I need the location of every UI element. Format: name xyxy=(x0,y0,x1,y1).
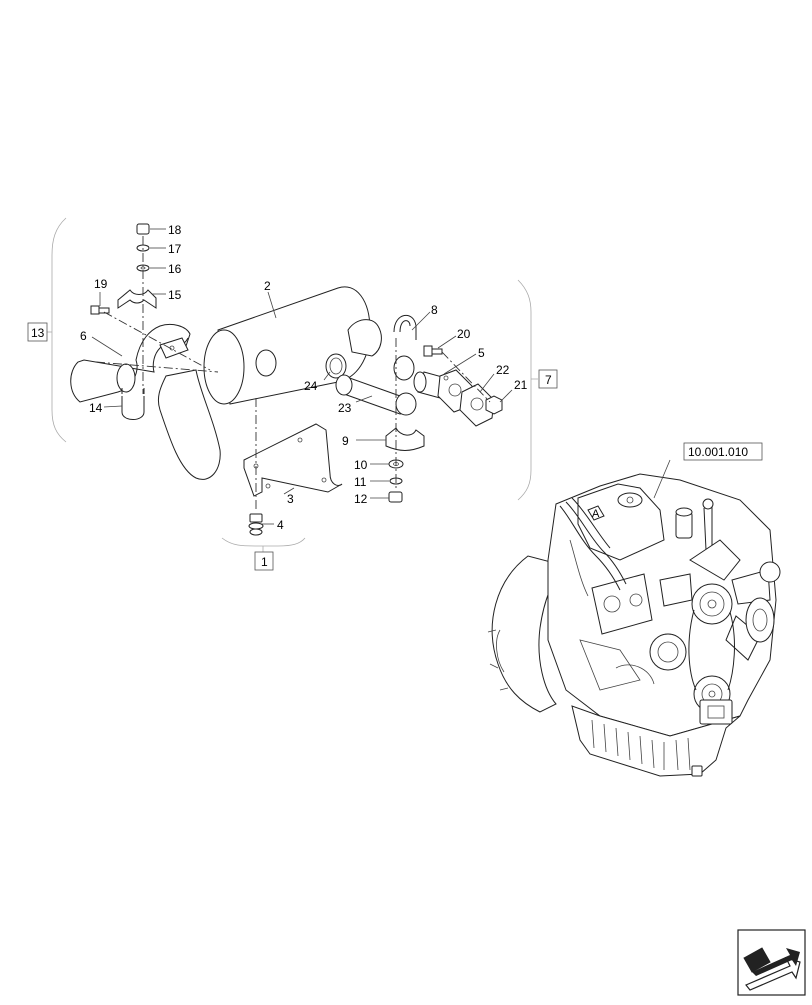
group-label-13: 13 xyxy=(31,326,45,340)
exhaust-pipe-6 xyxy=(70,323,221,480)
callout-24: 24 xyxy=(304,379,318,393)
port-marker-a: A xyxy=(592,508,600,520)
callout-15: 15 xyxy=(168,288,182,302)
clamp-24 xyxy=(325,353,347,379)
bolt-20 xyxy=(423,345,443,357)
callout-8: 8 xyxy=(431,303,438,317)
callout-22: 22 xyxy=(496,363,510,377)
engine-reference-label: 10.001.010 xyxy=(688,445,748,459)
callout-18: 18 xyxy=(168,223,182,237)
callout-6: 6 xyxy=(80,329,87,343)
mounting-bracket-3 xyxy=(243,423,343,497)
callout-5: 5 xyxy=(478,346,485,360)
bolt-4 xyxy=(248,513,264,536)
boxed-label-7[interactable]: 7 xyxy=(538,369,558,389)
clamp-9 xyxy=(385,427,425,451)
callout-17: 17 xyxy=(168,242,182,256)
bracket-group-13 xyxy=(46,217,67,443)
tailpipe-23 xyxy=(335,374,417,416)
callout-11: 11 xyxy=(354,475,367,489)
callout-14: 14 xyxy=(89,401,103,415)
group-label-1: 1 xyxy=(261,555,268,569)
callout-19: 19 xyxy=(94,277,108,291)
bracket-group-7 xyxy=(517,279,538,501)
callout-10: 10 xyxy=(354,458,368,472)
boxed-label-13[interactable]: 13 xyxy=(27,322,48,342)
next-page-arrow-icon[interactable] xyxy=(737,929,806,996)
u-bolt-8 xyxy=(393,315,417,340)
clamp-upper xyxy=(393,355,415,381)
nut-18 xyxy=(136,223,150,235)
callout-labels: 18 17 16 15 19 6 14 2 3 4 8 20 5 22 21 2… xyxy=(80,223,600,532)
assembly-centerlines xyxy=(95,236,491,512)
callout-20: 20 xyxy=(457,327,471,341)
gasket-22 xyxy=(459,383,495,427)
callout-9: 9 xyxy=(342,434,349,448)
callout-3: 3 xyxy=(287,492,294,506)
bolt-19 xyxy=(90,305,110,315)
clamp-15 xyxy=(117,289,157,309)
boxed-label-1[interactable]: 1 xyxy=(254,551,274,571)
callout-2: 2 xyxy=(264,279,271,293)
callout-12: 12 xyxy=(354,492,368,506)
engine-illustration xyxy=(487,473,781,777)
u-bolt-14 xyxy=(121,388,145,420)
callout-16: 16 xyxy=(168,262,182,276)
leader-lines xyxy=(91,228,671,525)
nut-21 xyxy=(485,395,503,415)
nut-12 xyxy=(388,491,403,503)
engine-reference-box[interactable]: 10.001.010 xyxy=(683,442,763,461)
bracket-group-1 xyxy=(221,537,306,552)
group-label-7: 7 xyxy=(545,373,552,387)
callout-4: 4 xyxy=(277,518,284,532)
callout-21: 21 xyxy=(514,378,528,392)
callout-23: 23 xyxy=(338,401,352,415)
